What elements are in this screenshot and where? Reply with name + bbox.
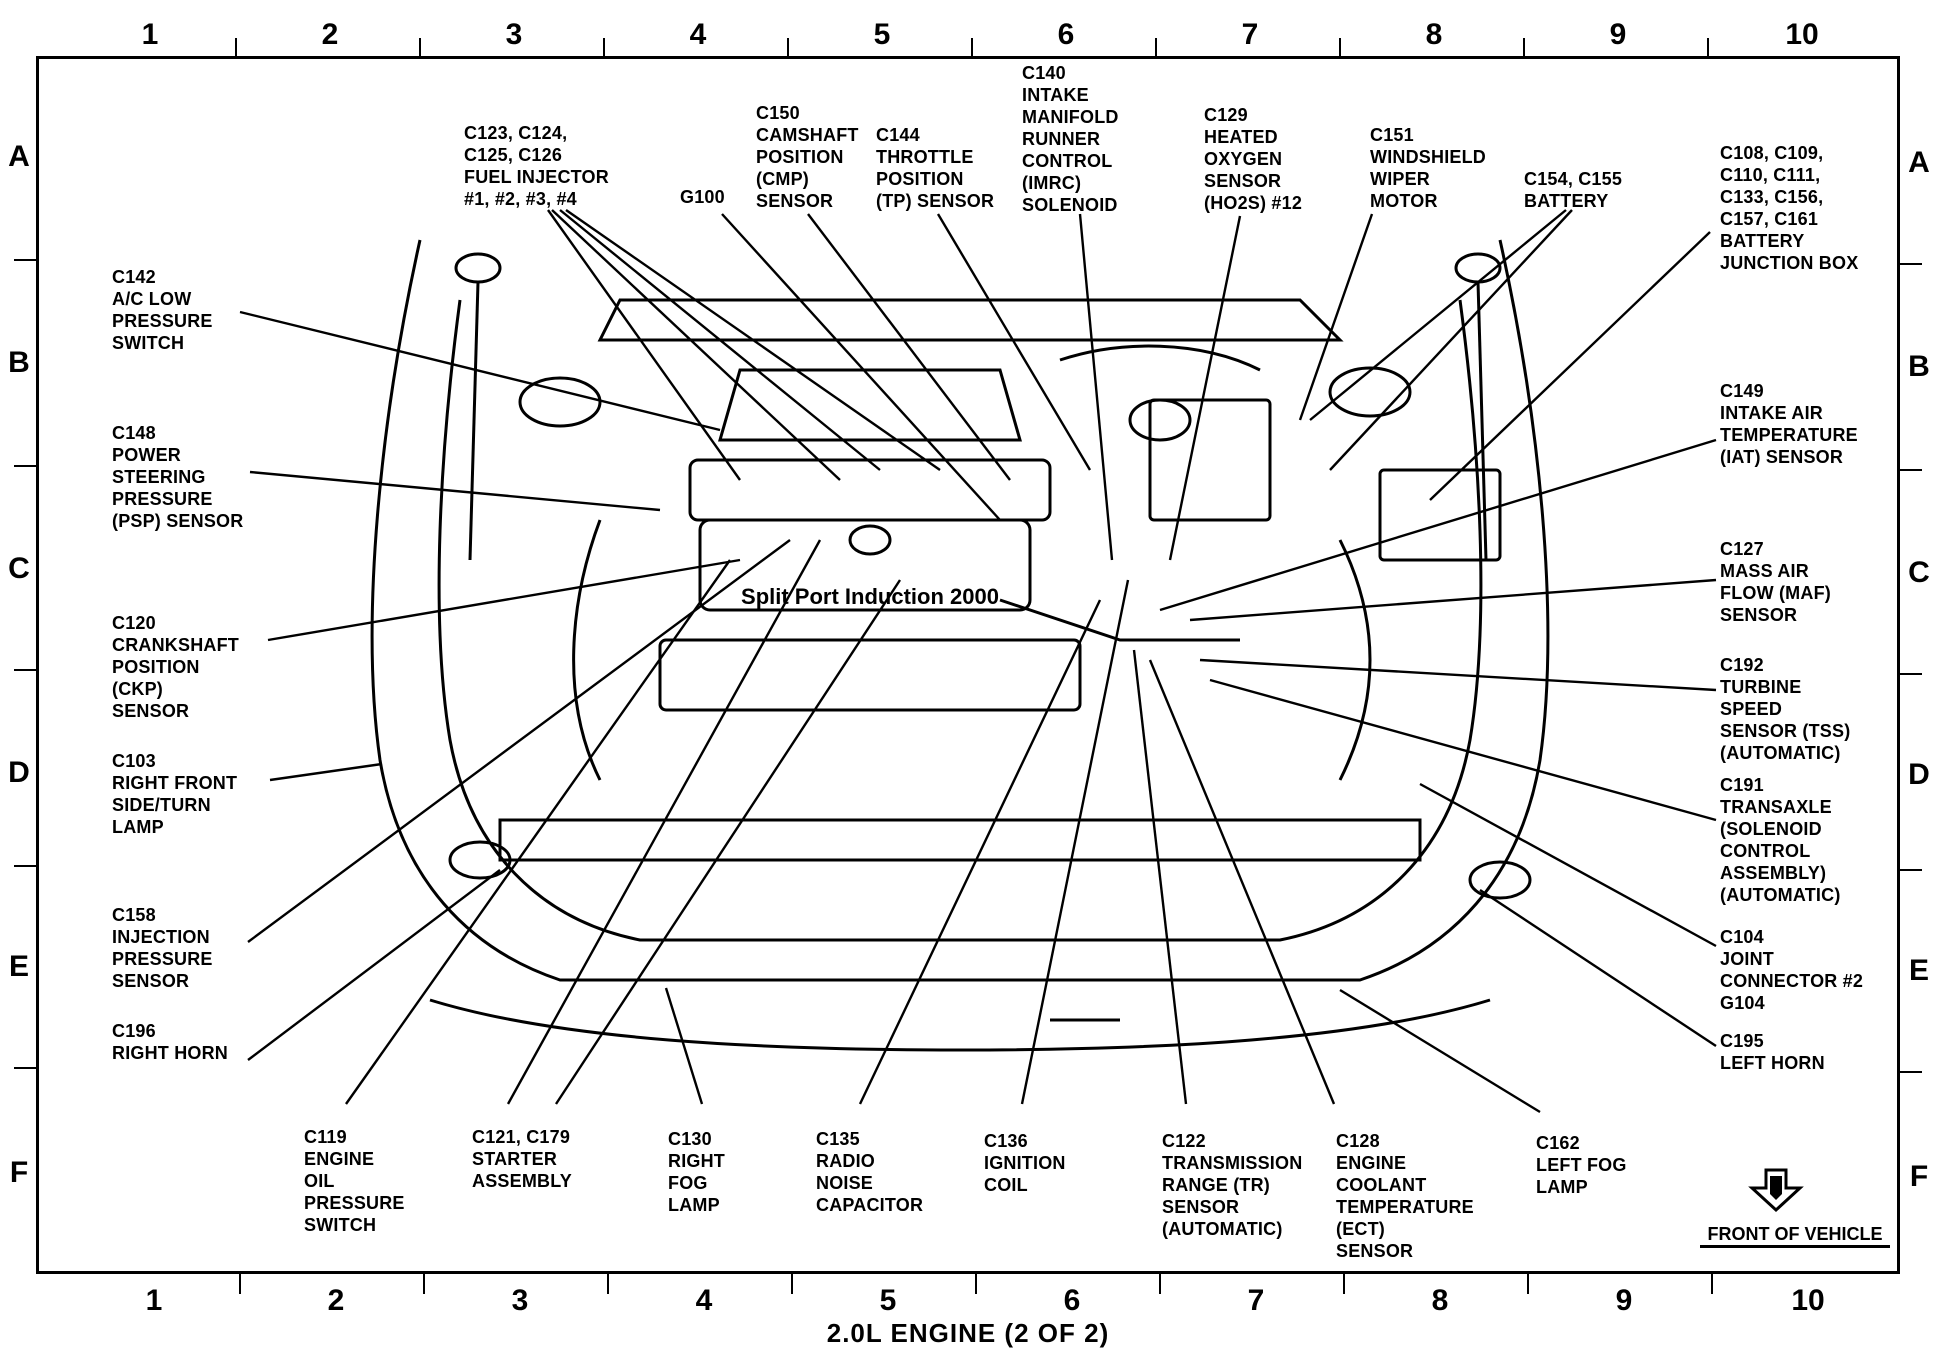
grid-col-bottom-2: 2 — [327, 1284, 345, 1317]
label-c103-side-turn-lamp: C103 RIGHT FRONT SIDE/TURN LAMP — [112, 751, 238, 837]
engine-badge-text: Split Port Induction 2000 — [741, 584, 999, 609]
grid-row-left-d: D — [8, 756, 30, 789]
grid-row-right-b: B — [1908, 350, 1930, 383]
grid-row-left-e: E — [8, 950, 29, 983]
label-c119-oil-pressure: C119 ENGINE OIL PRESSURE SWITCH — [304, 1127, 405, 1235]
grid-col-bottom-9: 9 — [1615, 1284, 1633, 1317]
grid-row-right-d: D — [1908, 758, 1930, 791]
label-c135-radio-capacitor: C135 RADIO NOISE CAPACITOR — [816, 1129, 924, 1215]
label-c122-tr-sensor: C122 TRANSMISSION RANGE (TR) SENSOR (AUT… — [1162, 1131, 1303, 1239]
grid-col-top-1: 1 — [141, 18, 159, 51]
grid-col-bottom-10: 10 — [1791, 1284, 1825, 1317]
label-c149-iat-sensor: C149 INTAKE AIR TEMPERATURE (IAT) SENSOR — [1720, 381, 1858, 467]
grid-col-top-3: 3 — [505, 18, 523, 51]
label-c104-joint-connector: C104 JOINT CONNECTOR #2 G104 — [1720, 927, 1864, 1013]
leader-lines — [239, 209, 1717, 1114]
strut-towers — [448, 252, 1532, 900]
label-c140-imrc-solenoid: C140 INTAKE MANIFOLD RUNNER CONTROL (IMR… — [1022, 63, 1119, 215]
label-c154-battery: C154, C155 BATTERY — [1524, 169, 1623, 211]
label-c136-ignition-coil: C136 IGNITION COIL — [984, 1131, 1066, 1195]
grid-col-bottom-3: 3 — [511, 1284, 529, 1317]
label-c108-battery-junction-box: C108, C109, C110, C111, C133, C156, C157… — [1720, 143, 1859, 273]
grid-col-top-10: 10 — [1785, 18, 1819, 51]
grid-row-right-a: A — [1908, 146, 1930, 179]
grid-col-bottom-4: 4 — [695, 1284, 713, 1317]
label-g100: G100 — [680, 187, 725, 207]
diagram-caption: 2.0L ENGINE (2 OF 2) — [826, 1318, 1110, 1348]
label-c144-tp-sensor: C144 THROTTLE POSITION (TP) SENSOR — [876, 125, 995, 211]
grid-ticks — [14, 38, 1922, 1294]
grid-row-right-e: E — [1908, 954, 1929, 987]
front-of-vehicle-label: FRONT OF VEHICLE — [1700, 1224, 1890, 1248]
grid-row-right-c: C — [1908, 556, 1930, 589]
grid-col-bottom-8: 8 — [1431, 1284, 1449, 1317]
label-c120-ckp-sensor: C120 CRANKSHAFT POSITION (CKP) SENSOR — [112, 613, 239, 721]
grid-row-left-f: F — [9, 1156, 29, 1189]
grid-col-top-8: 8 — [1425, 18, 1443, 51]
label-c123-fuel-injectors: C123, C124, C125, C126 FUEL INJECTOR #1,… — [464, 123, 609, 209]
grid-col-top-9: 9 — [1609, 18, 1627, 51]
grid-row-left-b: B — [8, 346, 30, 379]
label-c129-ho2s: C129 HEATED OXYGEN SENSOR (HO2S) #12 — [1204, 105, 1303, 213]
grid-col-bottom-1: 1 — [145, 1284, 163, 1317]
label-c158-injection-pressure: C158 INJECTION PRESSURE SENSOR — [112, 905, 213, 991]
grid-col-top-5: 5 — [873, 18, 891, 51]
label-c121-starter: C121, C179 STARTER ASSEMBLY — [472, 1127, 572, 1191]
label-c130-right-fog-lamp: C130 RIGHT FOG LAMP — [668, 1129, 725, 1215]
label-c192-tss: C192 TURBINE SPEED SENSOR (TSS) (AUTOMAT… — [1720, 655, 1851, 763]
engine-block — [572, 344, 1502, 781]
label-c151-wiper-motor: C151 WINDSHIELD WIPER MOTOR — [1370, 125, 1486, 211]
front-of-vehicle-arrow-icon — [1748, 1168, 1804, 1213]
diagram-frame — [36, 56, 1900, 1274]
grid-col-top-4: 4 — [689, 18, 707, 51]
label-c127-maf-sensor: C127 MASS AIR FLOW (MAF) SENSOR — [1720, 539, 1831, 625]
label-c195-left-horn: C195 LEFT HORN — [1720, 1031, 1825, 1073]
label-c128-ect-sensor: C128 ENGINE COOLANT TEMPERATURE (ECT) SE… — [1336, 1131, 1474, 1261]
grid-col-bottom-5: 5 — [879, 1284, 897, 1317]
label-c148-psp-sensor: C148 POWER STEERING PRESSURE (PSP) SENSO… — [112, 423, 244, 531]
grid-col-bottom-6: 6 — [1063, 1284, 1081, 1317]
grid-col-top-6: 6 — [1057, 18, 1075, 51]
label-c196-right-horn: C196 RIGHT HORN — [112, 1021, 228, 1063]
grid-row-left-a: A — [8, 140, 30, 173]
label-c150-cmp-sensor: C150 CAMSHAFT POSITION (CMP) SENSOR — [756, 103, 859, 211]
label-c162-left-fog-lamp: C162 LEFT FOG LAMP — [1536, 1133, 1627, 1197]
grid-row-left-c: C — [8, 552, 30, 585]
vehicle-outline — [370, 239, 1550, 1052]
label-c142-ac-switch: C142 A/C LOW PRESSURE SWITCH — [112, 267, 213, 353]
grid-col-top-7: 7 — [1241, 18, 1259, 51]
grid-col-top-2: 2 — [321, 18, 339, 51]
label-c191-transaxle: C191 TRANSAXLE (SOLENOID CONTROL ASSEMBL… — [1720, 775, 1841, 905]
grid-row-right-f: F — [1909, 1160, 1929, 1193]
grid-col-bottom-7: 7 — [1247, 1284, 1265, 1317]
